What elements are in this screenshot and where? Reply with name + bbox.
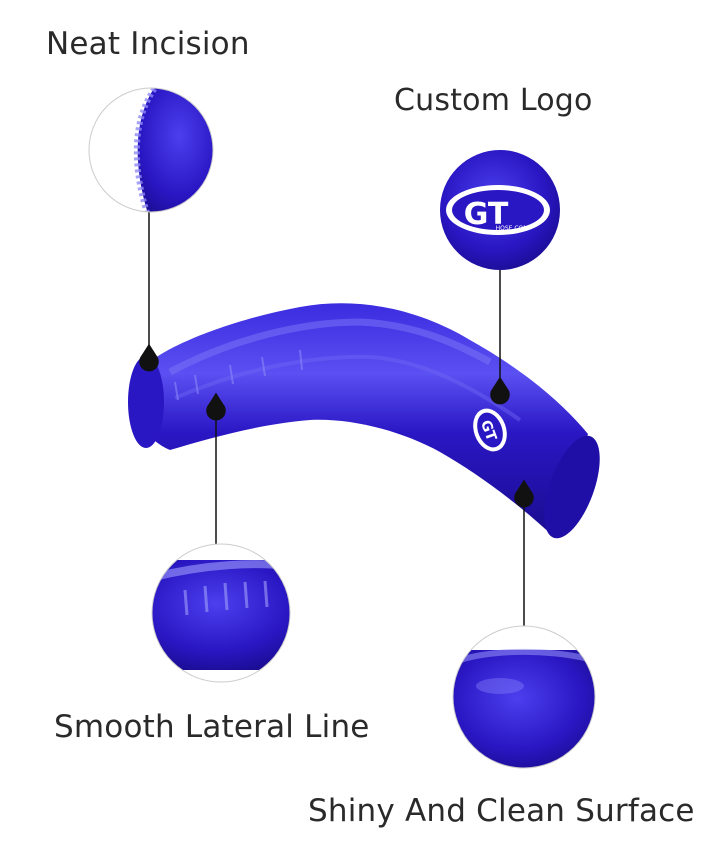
detail-circle-neat-incision bbox=[88, 87, 214, 213]
marker-neat bbox=[139, 343, 159, 372]
hose-logo-icon: GT bbox=[473, 408, 507, 452]
logo-main-text: GT bbox=[464, 197, 509, 232]
pointers bbox=[139, 212, 534, 627]
detail-circle-custom-logo: GT HOSE.COM bbox=[440, 150, 560, 270]
label-smooth-lateral-line: Smooth Lateral Line bbox=[54, 709, 370, 745]
marker-shiny bbox=[514, 479, 534, 508]
label-shiny-surface: Shiny And Clean Surface bbox=[308, 793, 695, 829]
marker-logo bbox=[490, 376, 510, 405]
label-custom-logo: Custom Logo bbox=[394, 83, 593, 118]
marker-smooth bbox=[206, 392, 226, 421]
silicone-hose: GT bbox=[128, 303, 600, 539]
detail-circle-smooth-lateral-line bbox=[151, 543, 291, 683]
detail-circle-shiny-surface bbox=[452, 625, 596, 769]
logo-sub-text: HOSE.COM bbox=[496, 225, 529, 232]
hose-logo-text: GT bbox=[477, 418, 499, 443]
label-neat-incision: Neat Incision bbox=[46, 26, 250, 62]
